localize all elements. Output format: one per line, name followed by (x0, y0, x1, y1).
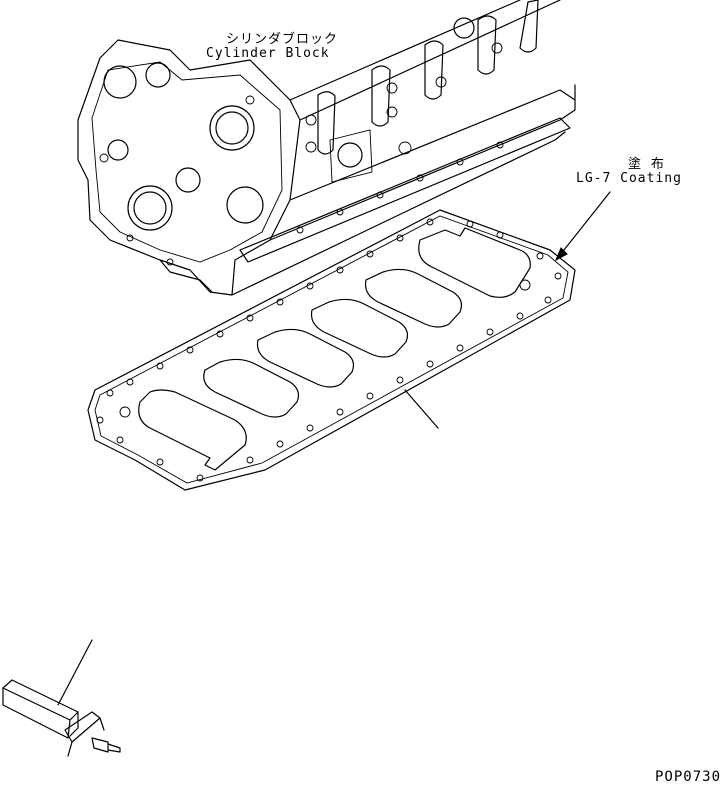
coating-leader-line (559, 191, 611, 256)
drawing-code: POP0730 (655, 769, 722, 785)
coating-arrow-head (554, 247, 568, 262)
gasket-leader-line (404, 389, 439, 429)
coating-label: LG-7 Coating (576, 171, 682, 186)
cylinder-block-label-jp: シリンダブロック (226, 32, 339, 47)
gasket-scraper-tool (2, 639, 121, 757)
cylinder-block (77, 0, 576, 296)
cylinder-block-label: Cylinder Block (206, 46, 330, 61)
coating-label-jp: 塗 布 (628, 157, 665, 172)
oil-pan-gasket (87, 209, 576, 491)
